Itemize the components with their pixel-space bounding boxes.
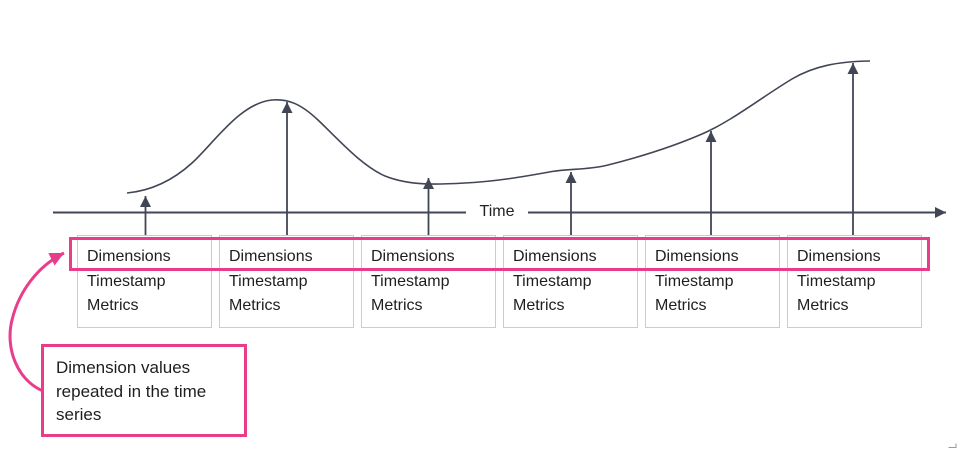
record-field-metrics: Metrics — [87, 297, 139, 314]
record-field-dimensions: Dimensions — [513, 248, 597, 265]
record-field-timestamp: Timestamp — [229, 272, 308, 290]
record-field-metrics: Metrics — [513, 297, 565, 314]
record-field-dimensions: Dimensions — [797, 248, 881, 265]
record-box: Dimensions Timestamp Metrics — [787, 235, 922, 328]
record-field-timestamp: Timestamp — [655, 272, 734, 290]
record-box: Dimensions Timestamp Metrics — [361, 235, 496, 328]
time-series-curve — [126, 60, 871, 194]
record-box: Dimensions Timestamp Metrics — [219, 235, 354, 328]
record-boxes-row: Dimensions Timestamp Metrics Dimensions … — [77, 235, 922, 328]
record-field-timestamp: Timestamp — [513, 272, 592, 290]
record-field-metrics: Metrics — [797, 297, 849, 314]
callout-text: Dimension values repeated in the time se… — [56, 358, 207, 424]
record-field-dimensions: Dimensions — [229, 248, 313, 265]
record-field-metrics: Metrics — [655, 297, 707, 314]
record-box: Dimensions Timestamp Metrics — [77, 235, 212, 328]
record-field-dimensions: Dimensions — [655, 248, 739, 265]
record-field-timestamp: Timestamp — [797, 272, 876, 290]
dimensions-highlight-rect — [69, 237, 930, 271]
record-field-timestamp: Timestamp — [371, 272, 450, 290]
record-box: Dimensions Timestamp Metrics — [645, 235, 780, 328]
time-axis-label: Time — [466, 202, 528, 222]
record-field-metrics: Metrics — [229, 297, 281, 314]
record-field-dimensions: Dimensions — [371, 248, 455, 265]
record-field-dimensions: Dimensions — [87, 248, 171, 265]
callout-box: Dimension values repeated in the time se… — [41, 344, 247, 437]
stray-mark — [948, 443, 957, 448]
record-field-timestamp: Timestamp — [87, 272, 166, 290]
record-box: Dimensions Timestamp Metrics — [503, 235, 638, 328]
record-field-metrics: Metrics — [371, 297, 423, 314]
